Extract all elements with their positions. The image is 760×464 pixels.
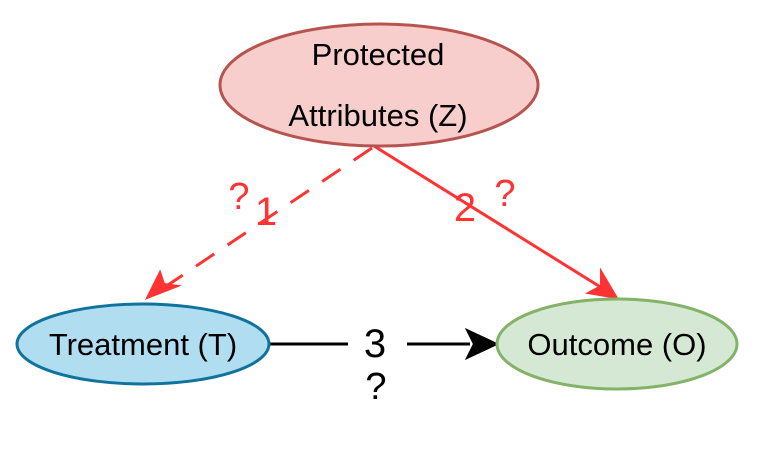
- node-treatment: Treatment (T): [15, 302, 271, 386]
- edge-t-to-o-number: 3: [364, 322, 386, 366]
- edge-z-to-t: [144, 146, 373, 300]
- node-outcome-shape: [495, 297, 739, 391]
- node-protected-attributes: Protected Attributes (Z): [218, 22, 540, 148]
- node-protected-attributes-shape: [218, 22, 540, 148]
- node-treatment-label: Treatment (T): [49, 327, 237, 362]
- edge-t-to-o: [270, 327, 500, 361]
- edge-t-to-o-question: ?: [365, 366, 386, 408]
- node-outcome-label: Outcome (O): [527, 327, 706, 362]
- edge-z-to-o-question: ?: [494, 173, 515, 215]
- edge-z-to-o-line: [373, 144, 603, 290]
- edge-z-to-t-arrowhead: [144, 269, 182, 300]
- node-treatment-shape: [15, 302, 271, 386]
- edge-z-to-t-line: [164, 146, 373, 289]
- node-protected-attributes-label-line1: Protected: [312, 37, 445, 72]
- edge-t-to-o-arrowhead: [464, 327, 500, 361]
- edge-z-to-o-arrowhead: [584, 267, 619, 300]
- edge-z-to-t-question: ?: [228, 176, 249, 218]
- edge-z-to-o: [373, 144, 619, 300]
- node-outcome: Outcome (O): [495, 297, 739, 391]
- edge-z-to-o-number: 2: [454, 186, 476, 230]
- node-protected-attributes-label-line2: Attributes (Z): [288, 98, 467, 133]
- edge-z-to-t-number: 1: [255, 190, 277, 234]
